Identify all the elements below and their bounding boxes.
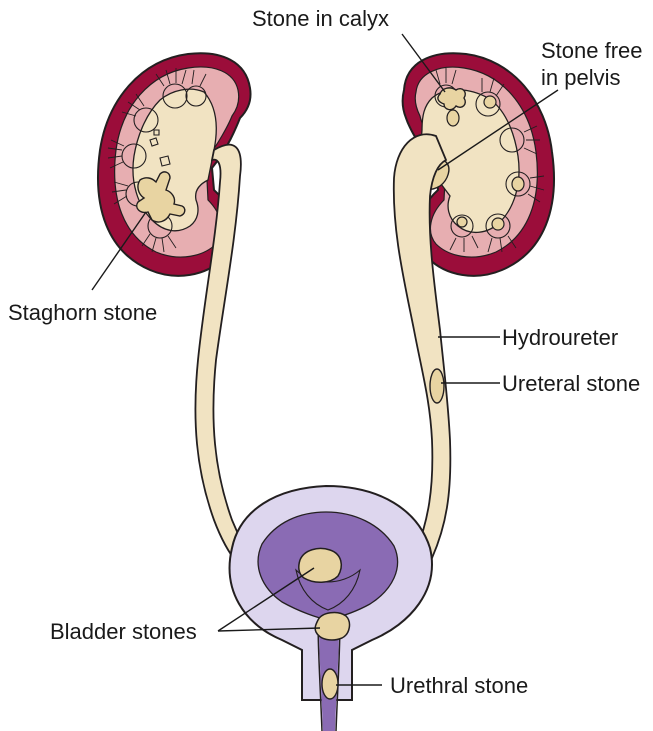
label-staghorn-stone: Staghorn stone — [8, 300, 157, 325]
ureteral-stone — [430, 369, 444, 403]
label-stone-free-line2: in pelvis — [541, 65, 620, 90]
calyx-stone-small — [457, 217, 467, 227]
label-stone-free-line1: Stone free — [541, 38, 643, 63]
calyx-stone-small — [492, 218, 504, 230]
calyx-stone-small — [447, 110, 459, 126]
label-ureteral-stone: Ureteral stone — [502, 371, 640, 396]
label-hydroureter: Hydroureter — [502, 325, 618, 350]
label-urethral-stone: Urethral stone — [390, 673, 528, 698]
urethral-stone — [322, 669, 338, 699]
calyx-stone-small — [512, 177, 524, 191]
label-stone-in-calyx: Stone in calyx — [252, 6, 389, 31]
bladder-stone — [299, 548, 341, 582]
label-bladder-stones: Bladder stones — [50, 619, 197, 644]
bladder-stone — [315, 613, 349, 640]
calyx-stone-small — [484, 96, 496, 108]
